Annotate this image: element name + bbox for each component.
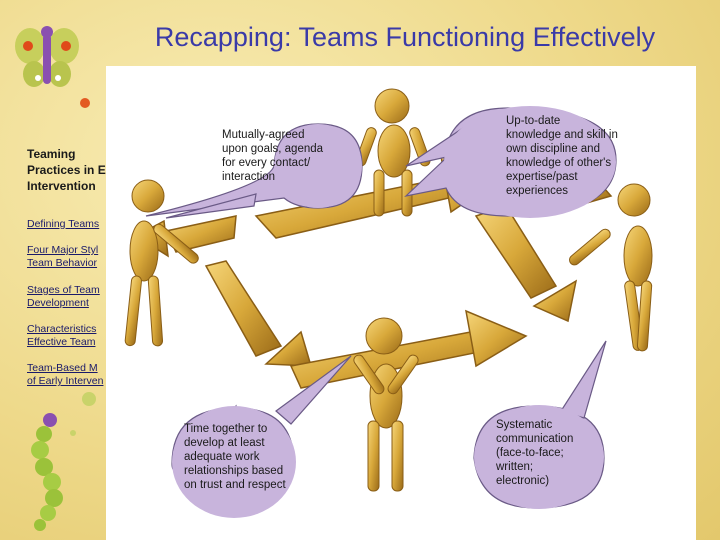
bubble-discipline-knowledge: Up-to-date knowledge and skill in own di…	[506, 115, 618, 197]
sidebar-heading: Teaming Practices in E Intervention	[27, 147, 106, 193]
decor-dot	[70, 430, 76, 436]
decor-dot	[80, 98, 90, 108]
bubble-time-together: Time together to develop at least adequa…	[184, 423, 286, 491]
nav-link-defining-teams[interactable]: Defining Teams	[27, 218, 100, 230]
nav-link-team-based-model[interactable]: Team-Based M of Early Interven	[27, 362, 104, 387]
nav-link-team-development[interactable]: Stages of Team Development	[27, 284, 100, 309]
teamwork-illustration	[124, 88, 653, 518]
caterpillar-icon	[31, 413, 63, 531]
bubble-systematic-communication: Systematic communication (face-to-face; …	[496, 419, 574, 487]
slide-title: Recapping: Teams Functioning Effectively	[154, 22, 656, 52]
decor-dot	[82, 392, 96, 406]
nav-link-effective-team[interactable]: Characteristics Effective Team	[27, 323, 97, 348]
nav-link-team-behavior[interactable]: Four Major Styl Team Behavior	[27, 244, 99, 269]
butterfly-logo-icon	[15, 26, 79, 87]
bubble-shared-goals: Mutually-agreed upon goals, agenda for e…	[222, 129, 324, 183]
